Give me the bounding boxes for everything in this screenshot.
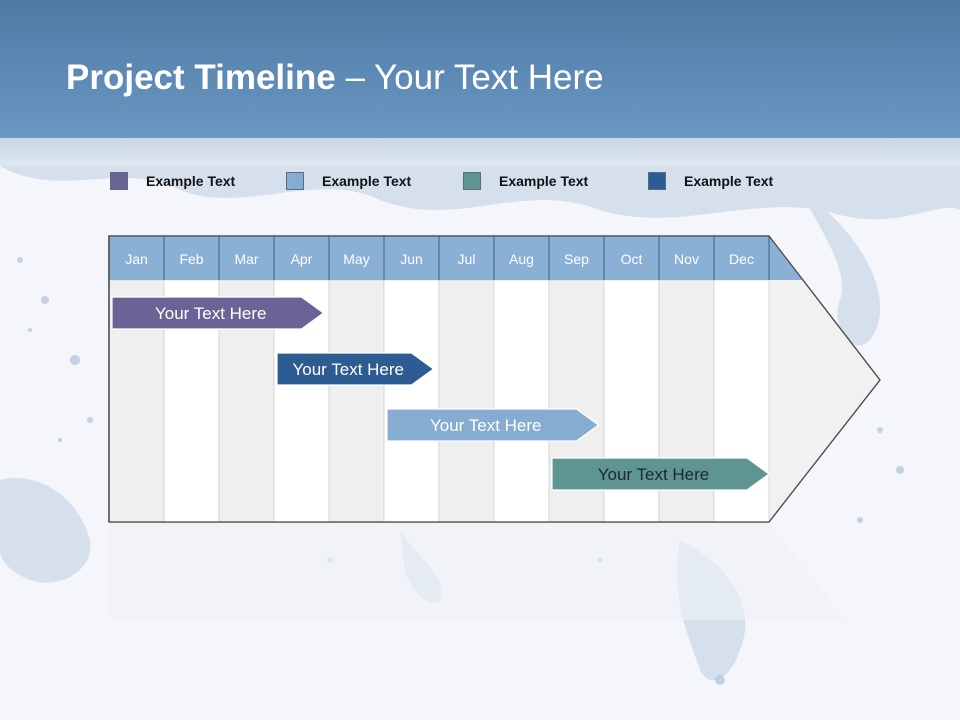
task-bar-4 bbox=[551, 457, 771, 491]
month-label-oct: Oct bbox=[621, 251, 643, 267]
task-label-2: Your Text Here bbox=[292, 360, 404, 379]
month-label-nov: Nov bbox=[674, 251, 699, 267]
legend-swatch-2 bbox=[286, 172, 304, 190]
month-label-mar: Mar bbox=[234, 251, 258, 267]
legend-label-2: Example Text bbox=[322, 173, 412, 189]
page-title: Project Timeline – Your Text Here bbox=[66, 58, 604, 97]
task-label-1: Your Text Here bbox=[155, 304, 267, 323]
legend-swatch-4 bbox=[648, 172, 666, 190]
legend-item-3: Example Text bbox=[463, 171, 588, 191]
month-label-apr: Apr bbox=[291, 251, 313, 267]
month-label-dec: Dec bbox=[729, 251, 754, 267]
legend-swatch-1 bbox=[110, 172, 128, 190]
legend-item-2: Example Text bbox=[286, 171, 411, 191]
legend-item-4: Example Text bbox=[648, 171, 773, 191]
month-column-aug bbox=[493, 279, 550, 523]
legend-swatch-3 bbox=[463, 172, 481, 190]
header-strip bbox=[0, 138, 960, 166]
month-label-sep: Sep bbox=[564, 251, 589, 267]
task-label-3: Your Text Here bbox=[430, 416, 542, 435]
task-bar-3 bbox=[386, 408, 600, 442]
month-label-may: May bbox=[343, 251, 369, 267]
month-label-jul: Jul bbox=[458, 251, 476, 267]
month-column-may bbox=[328, 279, 385, 523]
task-bar-1 bbox=[111, 296, 325, 330]
legend-label-4: Example Text bbox=[684, 173, 774, 189]
legend-item-1: Example Text bbox=[110, 171, 235, 191]
legend-label-1: Example Text bbox=[146, 173, 236, 189]
month-column-jun bbox=[383, 279, 440, 523]
title-banner bbox=[0, 0, 960, 138]
month-label-jun: Jun bbox=[400, 251, 423, 267]
timeline-reflection bbox=[109, 522, 845, 620]
legend-label-3: Example Text bbox=[499, 173, 589, 189]
month-column-jul bbox=[438, 279, 495, 523]
task-bar-2 bbox=[276, 352, 435, 386]
month-label-jan: Jan bbox=[125, 251, 148, 267]
month-label-aug: Aug bbox=[509, 251, 534, 267]
task-label-4: Your Text Here bbox=[598, 465, 710, 484]
month-label-feb: Feb bbox=[179, 251, 203, 267]
month-header-band bbox=[109, 236, 804, 280]
